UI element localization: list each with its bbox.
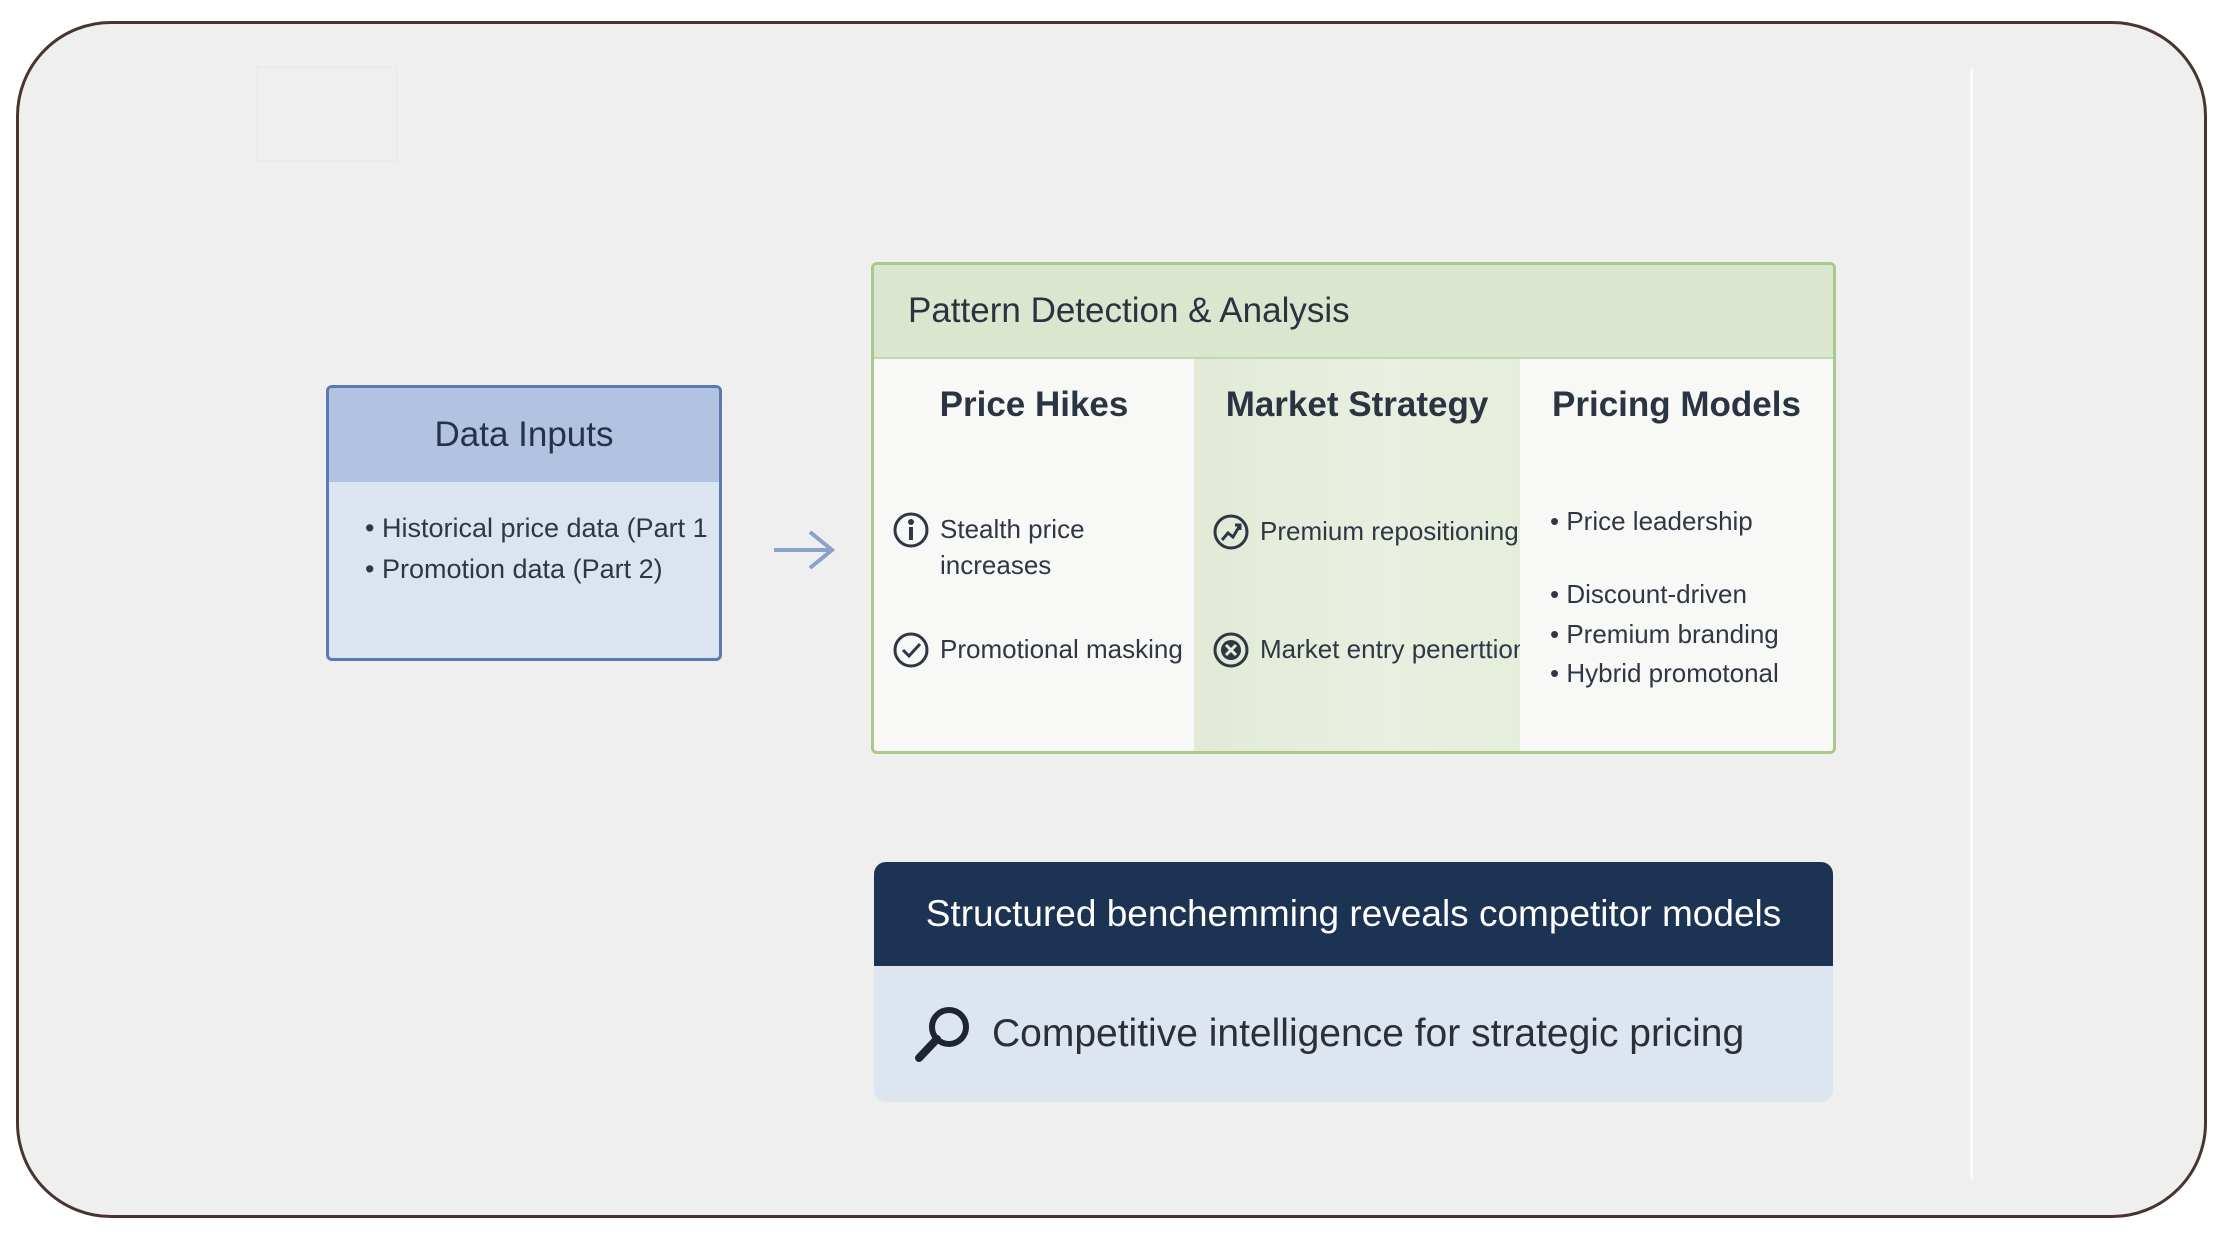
item-label: Premium repositioning [1260, 516, 1519, 546]
data-inputs-box: Data Inputs Historical price data (Part … [326, 385, 722, 661]
x-circle-icon [1213, 632, 1249, 668]
analysis-panel: Pattern Detection & Analysis Price Hikes… [871, 262, 1836, 754]
analysis-title: Pattern Detection & Analysis [874, 265, 1833, 359]
banner-headline: Structured benchemming reveals competito… [874, 862, 1833, 966]
list-item: Hybrid promotonal [1550, 658, 1778, 689]
pricing-models-column: Pricing Models Price leadership Discount… [1520, 359, 1833, 751]
list-item: Premium repositioning [1212, 513, 1519, 551]
item-label: Stealth price [940, 514, 1085, 544]
list-item: Discount-driven [1550, 579, 1747, 610]
data-inputs-title: Data Inputs [329, 388, 719, 482]
chart-circle-icon [1213, 514, 1249, 550]
background-decor [256, 66, 398, 162]
column-title: Price Hikes [939, 385, 1129, 424]
arrow-right-icon [774, 530, 836, 570]
list-item: Premium branding [1550, 619, 1778, 650]
item-label: Market entry penerttion [1260, 634, 1528, 664]
data-inputs-list: Historical price data (Part 1 Promotion … [329, 482, 719, 590]
column-title: Pricing Models [1552, 385, 1801, 424]
market-strategy-column: Market Strategy Premium repositioning Ma… [1194, 359, 1527, 751]
column-title: Market Strategy [1225, 385, 1489, 424]
banner-tagline: Competitive intelligence for strategic p… [992, 1012, 1745, 1055]
item-label: increases [940, 550, 1052, 580]
list-item: Promotion data (Part 2) [365, 549, 719, 590]
list-item: Promotional masking [892, 631, 1183, 669]
list-item: Stealth price increases [892, 511, 1085, 583]
summary-banner: Structured benchemming reveals competito… [874, 862, 1833, 1102]
magnifier-icon [915, 1007, 969, 1062]
check-circle-icon [893, 632, 929, 668]
price-hikes-column: Price Hikes Stealth price increases Prom… [874, 359, 1194, 751]
info-circle-icon [893, 512, 929, 548]
list-item: Price leadership [1550, 506, 1752, 537]
item-label: Promotional masking [940, 634, 1183, 664]
list-item: Market entry penerttion [1212, 631, 1527, 669]
list-item: Historical price data (Part 1 [365, 508, 719, 549]
divider-line [1970, 69, 1973, 1179]
banner-tagline-row: Competitive intelligence for strategic p… [874, 966, 1833, 1102]
